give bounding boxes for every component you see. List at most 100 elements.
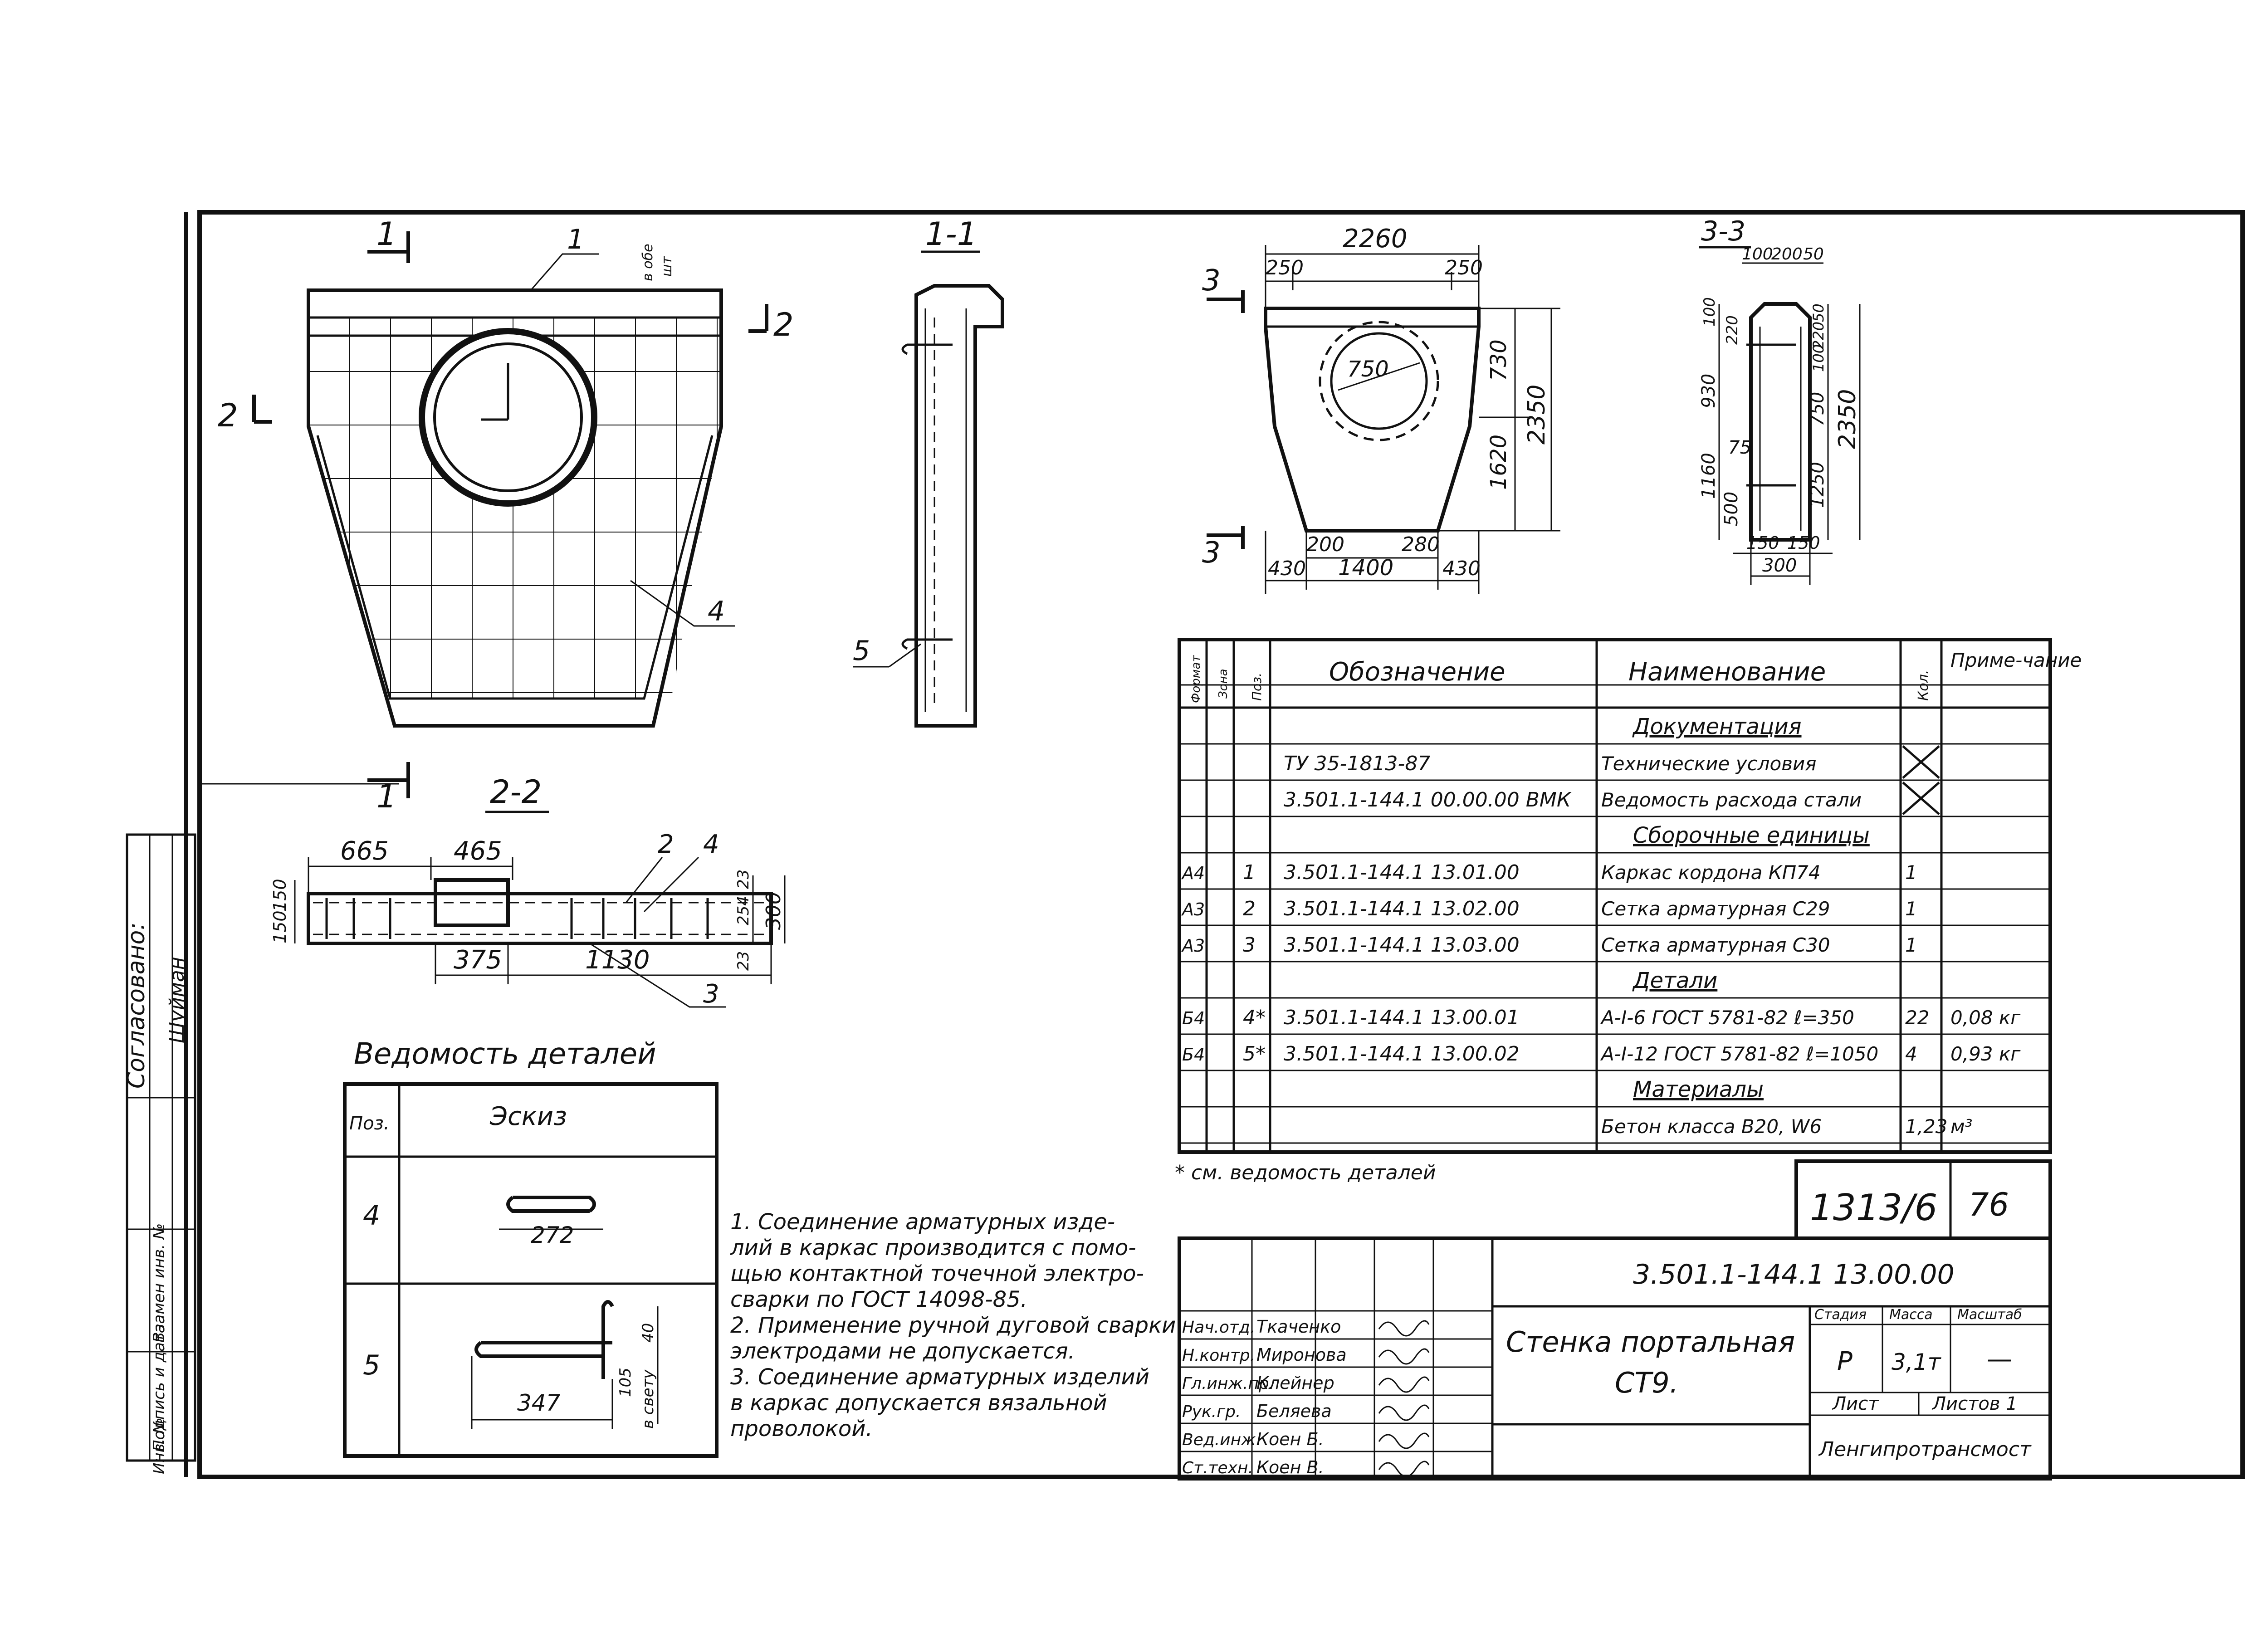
tb-stage: Р bbox=[1837, 1347, 1853, 1376]
s33-top-a: 100 bbox=[1742, 245, 1773, 264]
archive-sheet: 76 bbox=[1969, 1186, 2009, 1223]
dim-base-mid: 1400 bbox=[1338, 555, 1393, 581]
s33-left-5: 500 bbox=[1721, 492, 1742, 526]
details-row-5-h1: 40 bbox=[639, 1323, 657, 1343]
dim-lower-h: 1620 bbox=[1486, 435, 1511, 490]
section-mark-3-bottom: 3 bbox=[1202, 536, 1221, 570]
spec-cell-note: 0,93 кг bbox=[1950, 1043, 2021, 1065]
spec-cell-pos: 2 bbox=[1243, 897, 1256, 920]
section-mark-1-top: 1 bbox=[376, 215, 397, 253]
tb-designation: 3.501.1-144.1 13.00.00 bbox=[1633, 1259, 1955, 1290]
spec-cell-format: Б4 bbox=[1182, 1045, 1205, 1065]
spec-cell-designation: 3.501.1-144.1 13.01.00 bbox=[1284, 861, 1520, 884]
spec-section-heading: Сборочные единицы bbox=[1633, 823, 1870, 848]
s33-left-4: 1160 bbox=[1698, 453, 1719, 499]
side-stamp: Согласовано: Шуйман Подпись и дата Взаме… bbox=[123, 833, 196, 1474]
section-mark-2-left: 2 bbox=[218, 397, 238, 434]
s22-pos-3: 3 bbox=[703, 979, 719, 1009]
spec-cell-pos: 5* bbox=[1243, 1042, 1266, 1065]
tb-person-name: Миронова bbox=[1256, 1345, 1347, 1365]
s33-right-5: 1250 bbox=[1807, 462, 1828, 508]
spec-cell-name: Сетка арматурная С30 bbox=[1601, 934, 1830, 956]
s22-d665: 665 bbox=[340, 836, 389, 866]
signature-mark bbox=[1378, 1348, 1430, 1365]
signature-mark bbox=[1378, 1320, 1430, 1337]
section-2-2: 2-2 665 465 375 1130 150 150 23 254 23 3… bbox=[270, 773, 786, 1009]
s33-top-c: 50 bbox=[1803, 245, 1824, 264]
dim-left-ext: 250 bbox=[1266, 256, 1304, 279]
s33-total: 2350 bbox=[1834, 389, 1861, 449]
front-note-sub: шт bbox=[659, 256, 675, 277]
dim-right-ext: 250 bbox=[1445, 256, 1483, 279]
spec-cell-qty: 4 bbox=[1905, 1043, 1917, 1065]
s22-left-a: 150 bbox=[270, 910, 290, 943]
title-1-1: 1-1 bbox=[925, 215, 977, 253]
section-mark-2-right: 2 bbox=[773, 306, 794, 343]
tb-mass-label: Масса bbox=[1889, 1307, 1933, 1323]
spec-header-note: Приме-чание bbox=[1950, 649, 2082, 671]
s33-left-2: 220 bbox=[1723, 315, 1741, 345]
spec-cell-name: Ведомость расхода стали bbox=[1601, 789, 1862, 811]
s33-right-4: 750 bbox=[1807, 392, 1828, 426]
tb-person-name: Коен Б. bbox=[1256, 1429, 1324, 1449]
front-pos-1: 1 bbox=[567, 224, 584, 255]
front-pos-4: 4 bbox=[708, 596, 725, 627]
signature-mark bbox=[1378, 1432, 1430, 1449]
tb-person-row: Н.контр.Миронова bbox=[1179, 1338, 1492, 1365]
tb-scale: — bbox=[1987, 1344, 2012, 1374]
tb-person-role: Ст.техн. bbox=[1182, 1459, 1253, 1477]
spec-header-format: Формат bbox=[1189, 655, 1203, 703]
signature-mark bbox=[1378, 1461, 1430, 1477]
s22-d375: 375 bbox=[454, 945, 502, 975]
dim-base-right: 430 bbox=[1442, 557, 1481, 580]
spec-cell-qty: 1 bbox=[1905, 898, 1917, 920]
spec-cell-pos: 1 bbox=[1243, 861, 1256, 884]
details-row-5-note: в свету bbox=[639, 1369, 657, 1429]
details-row-4-length: 272 bbox=[531, 1222, 574, 1248]
tb-stage-label: Стадия bbox=[1814, 1307, 1867, 1323]
dim-btm-left: 200 bbox=[1306, 533, 1344, 556]
section-mark-3-top: 3 bbox=[1202, 264, 1221, 298]
dim-total-h: 2350 bbox=[1523, 385, 1550, 445]
details-row-5-pos: 5 bbox=[363, 1349, 380, 1381]
tb-org: Ленгипротрансмост bbox=[1818, 1438, 2032, 1461]
general-notes: 1. Соединение арматурных изде-лий в карк… bbox=[730, 1209, 1176, 1442]
tb-person-name: Ткаченко bbox=[1256, 1317, 1341, 1337]
side-stamp-name: Шуйман bbox=[166, 957, 189, 1043]
spec-row: Документация bbox=[1179, 714, 2050, 745]
spec-row: Детали bbox=[1179, 968, 2050, 999]
spec-cell-name: Сетка арматурная С29 bbox=[1601, 898, 1830, 920]
spec-section-heading: Материалы bbox=[1633, 1077, 1764, 1102]
signature-mark bbox=[1378, 1404, 1430, 1421]
s22-right-b: 254 bbox=[734, 896, 753, 925]
spec-cross-mark bbox=[1902, 745, 1940, 779]
spec-section-heading: Документация bbox=[1632, 714, 1802, 739]
front-view: 1 1 2 2 1 4 в обе шт bbox=[218, 215, 794, 815]
s22-pos-4: 4 bbox=[703, 830, 719, 859]
s22-total: 300 bbox=[762, 892, 785, 930]
note-line: щью контактной точечной электро- bbox=[730, 1261, 1144, 1286]
details-row-5-h2: 105 bbox=[616, 1368, 635, 1397]
spec-cell-pos: 4* bbox=[1243, 1006, 1266, 1029]
tb-person-row: Рук.гр.Беляева bbox=[1179, 1394, 1492, 1421]
spec-cell-format: А3 bbox=[1181, 936, 1205, 956]
spec-header-qty: Кол. bbox=[1916, 670, 1931, 701]
title-3-3: 3-3 bbox=[1701, 215, 1745, 247]
s22-right-c: 23 bbox=[734, 951, 753, 971]
side-pos-5: 5 bbox=[853, 635, 870, 667]
spec-cross-mark bbox=[1902, 782, 1940, 815]
tb-sheet-label: Лист bbox=[1832, 1393, 1879, 1414]
tb-mass: 3,1т bbox=[1892, 1349, 1942, 1375]
details-header-pos: Поз. bbox=[349, 1113, 390, 1134]
tb-person-role: Рук.гр. bbox=[1182, 1402, 1241, 1421]
spec-header-zone: Зона bbox=[1217, 669, 1230, 699]
dim-upper-h: 730 bbox=[1486, 339, 1511, 381]
tb-person-row: Вед.инж.Коен Б. bbox=[1179, 1422, 1492, 1449]
tb-person-row: Нач.отд.Ткаченко bbox=[1179, 1310, 1492, 1337]
spec-cell-format: А3 bbox=[1181, 899, 1205, 919]
